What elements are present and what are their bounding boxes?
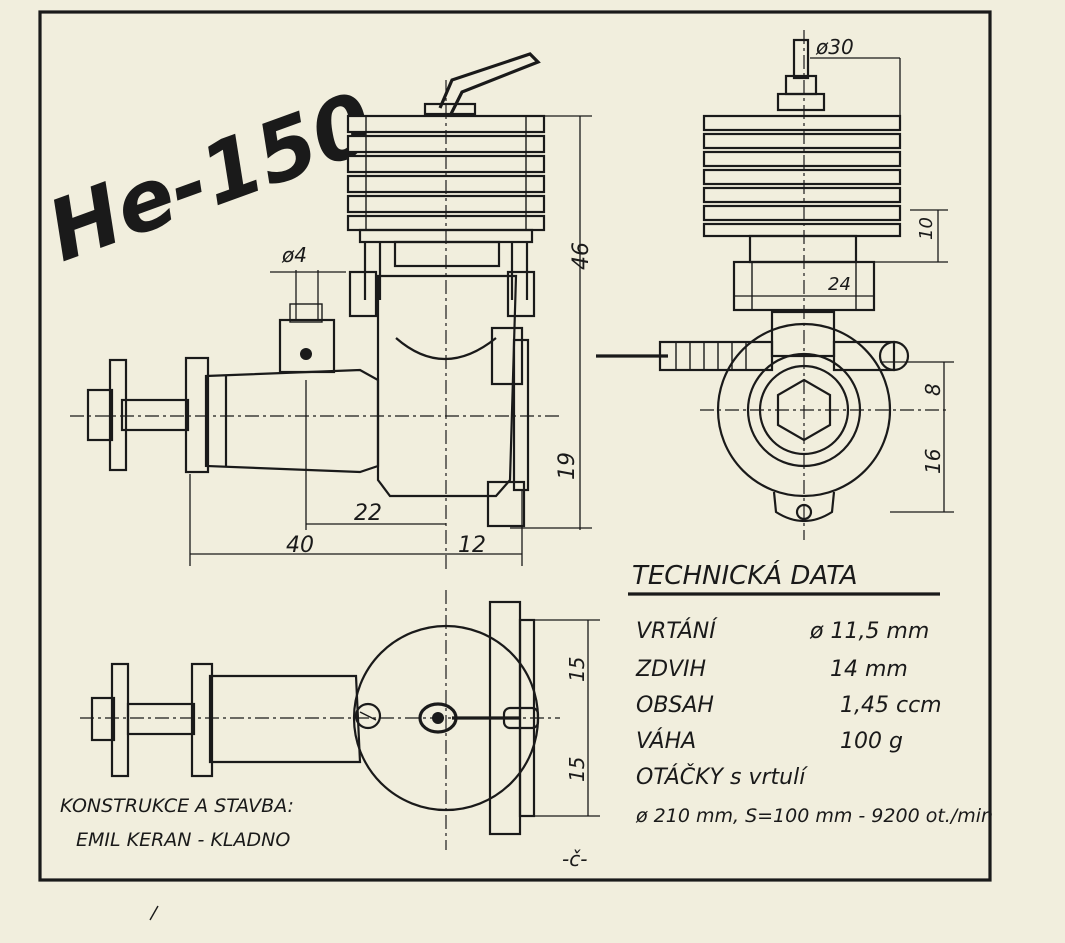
prop-shaft [86, 358, 190, 472]
needle-valve-assembly [596, 310, 910, 372]
tech-row-label-2: OBSAH [636, 693, 714, 718]
dim-label-12: 12 [458, 533, 486, 558]
credits: KONSTRUKCE A STAVBA: EMIL KERAN - KLADNO [60, 795, 294, 851]
dim-label-15a: 15 [565, 657, 589, 682]
dim-side-8-16: 8 16 [880, 361, 954, 513]
dim-label-height-46: 46 [569, 242, 594, 270]
dim-label-8: 8 [921, 383, 945, 396]
dim-label-16: 16 [921, 449, 945, 474]
needle-lever [423, 52, 541, 117]
tech-row-value-2: 1,45 ccm [840, 693, 942, 718]
side-view: ø4 46 19 40 22 12 [70, 52, 594, 570]
dim-side-24: 24 [734, 274, 874, 297]
tech-data-heading: TECHNICKÁ DATA [632, 559, 858, 591]
crankcase-side [348, 270, 536, 528]
tech-rpm-label: OTÁČKY s vrtulí [636, 764, 808, 790]
dim-bottom-15: 15 15 -č- [534, 619, 600, 871]
dim-label-10: 10 [916, 217, 937, 240]
front-cylinder-fins [702, 114, 902, 238]
dim-cylinder-height: 46 [544, 115, 594, 416]
dim-widths: 40 22 12 [189, 380, 523, 566]
front-view: ø30 10 24 8 16 [596, 30, 954, 540]
dim-label-40: 40 [286, 533, 314, 558]
tech-row-label-3: VÁHA [636, 728, 696, 754]
tech-row-label-1: ZDVIH [635, 657, 706, 682]
tech-rpm-value: ø 210 mm, S=100 mm - 9200 ot./min [635, 805, 993, 827]
top-view: 15 15 -č- [80, 590, 600, 871]
dim-case-height: 19 [510, 416, 592, 530]
credits-line-1: KONSTRUKCE A STAVBA: [60, 795, 294, 817]
tech-row-label-0: VRTÁNÍ [636, 618, 718, 644]
dim-side-10: 10 [874, 209, 948, 263]
credits-line-2: EMIL KERAN - KLADNO [76, 829, 290, 851]
dim-pipe-diameter: ø4 [270, 243, 346, 320]
dim-label-head-dia: ø30 [815, 35, 854, 59]
technical-data-block: TECHNICKÁ DATA VRTÁNÍ ø 11,5 mm ZDVIH 14… [628, 559, 993, 827]
dim-label-22: 22 [354, 501, 382, 526]
tech-row-value-1: 14 mm [830, 657, 908, 682]
tech-row-value-3: 100 g [840, 729, 903, 754]
glow-plug [776, 38, 826, 112]
dim-head-diameter: ø30 [810, 35, 901, 116]
stray-pencil-mark [149, 905, 159, 921]
dim-label-height-19: 19 [555, 452, 580, 480]
dim-label-15b: 15 [565, 757, 589, 782]
tech-row-value-0: ø 11,5 mm [809, 619, 929, 644]
dim-label-24: 24 [828, 274, 851, 295]
dim-label-pipe-dia: ø4 [281, 243, 307, 267]
drawing-border [38, 10, 992, 882]
dim-label-center: -č- [562, 847, 587, 871]
front-housing [184, 303, 380, 474]
